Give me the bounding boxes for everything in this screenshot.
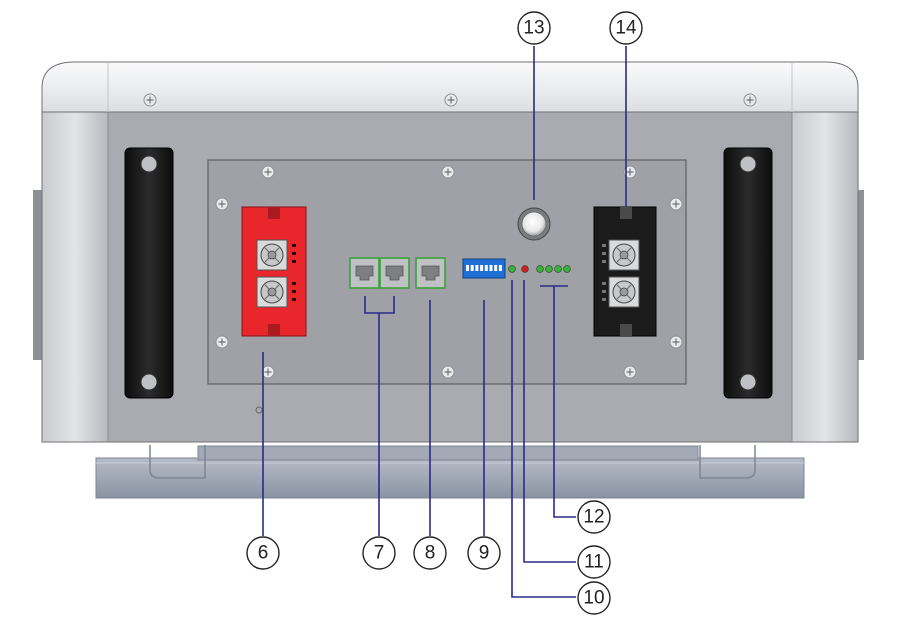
- dip-switch[interactable]: [462, 258, 506, 279]
- leader-12-drop: [553, 286, 576, 518]
- rj45-port-3[interactable]: [415, 257, 446, 289]
- led-green: [508, 265, 516, 273]
- led-green: [563, 265, 571, 273]
- svg-text:14: 14: [615, 18, 637, 39]
- top-cover: [41, 61, 859, 113]
- svg-text:7: 7: [374, 543, 385, 564]
- left-handle[interactable]: [124, 147, 174, 399]
- callout-10: 10: [577, 581, 611, 615]
- callout-11: 11: [577, 545, 611, 579]
- rj45-port-1[interactable]: [349, 257, 380, 289]
- cover-screw-left: [143, 93, 157, 107]
- negative-terminal[interactable]: [593, 206, 657, 337]
- positive-terminal[interactable]: [241, 206, 307, 337]
- led-green: [545, 265, 553, 273]
- cover-screw-center: [444, 93, 458, 107]
- svg-text:10: 10: [583, 588, 604, 609]
- dip-switch-slot[interactable]: [489, 265, 493, 271]
- callout-7: 7: [362, 536, 396, 570]
- callout-6: 6: [246, 536, 280, 570]
- leader-10: [511, 280, 576, 598]
- callout-9: 9: [467, 536, 501, 570]
- dip-switch-slot[interactable]: [498, 265, 502, 271]
- power-button[interactable]: [517, 207, 551, 241]
- dip-switch-slot[interactable]: [480, 265, 484, 271]
- callout-12: 12: [577, 500, 611, 534]
- led-green: [536, 265, 544, 273]
- rj45-port-2[interactable]: [379, 257, 410, 289]
- led-red: [521, 265, 529, 273]
- callouts: 13 14 6 7 8 9 12 11: [246, 11, 643, 615]
- callout-14: 14: [609, 11, 643, 45]
- svg-text:11: 11: [584, 552, 604, 573]
- callout-8: 8: [413, 536, 447, 570]
- mounting-bracket: [95, 445, 805, 499]
- right-handle[interactable]: [723, 147, 773, 399]
- svg-text:13: 13: [523, 18, 544, 39]
- dip-switch-slot[interactable]: [475, 265, 479, 271]
- svg-text:6: 6: [258, 543, 269, 564]
- leader-lines: [262, 46, 627, 598]
- dip-switch-slot[interactable]: [484, 265, 488, 271]
- cover-screw-right: [743, 93, 757, 107]
- svg-text:8: 8: [425, 543, 436, 564]
- callout-13: 13: [517, 11, 551, 45]
- leader-11: [523, 280, 576, 563]
- svg-text:9: 9: [479, 543, 490, 564]
- svg-text:12: 12: [583, 507, 604, 528]
- dip-switch-slot[interactable]: [494, 265, 498, 271]
- dip-switch-slot[interactable]: [470, 265, 474, 271]
- led-green: [554, 265, 562, 273]
- status-leds: [508, 265, 571, 273]
- dip-switch-slot[interactable]: [466, 265, 469, 271]
